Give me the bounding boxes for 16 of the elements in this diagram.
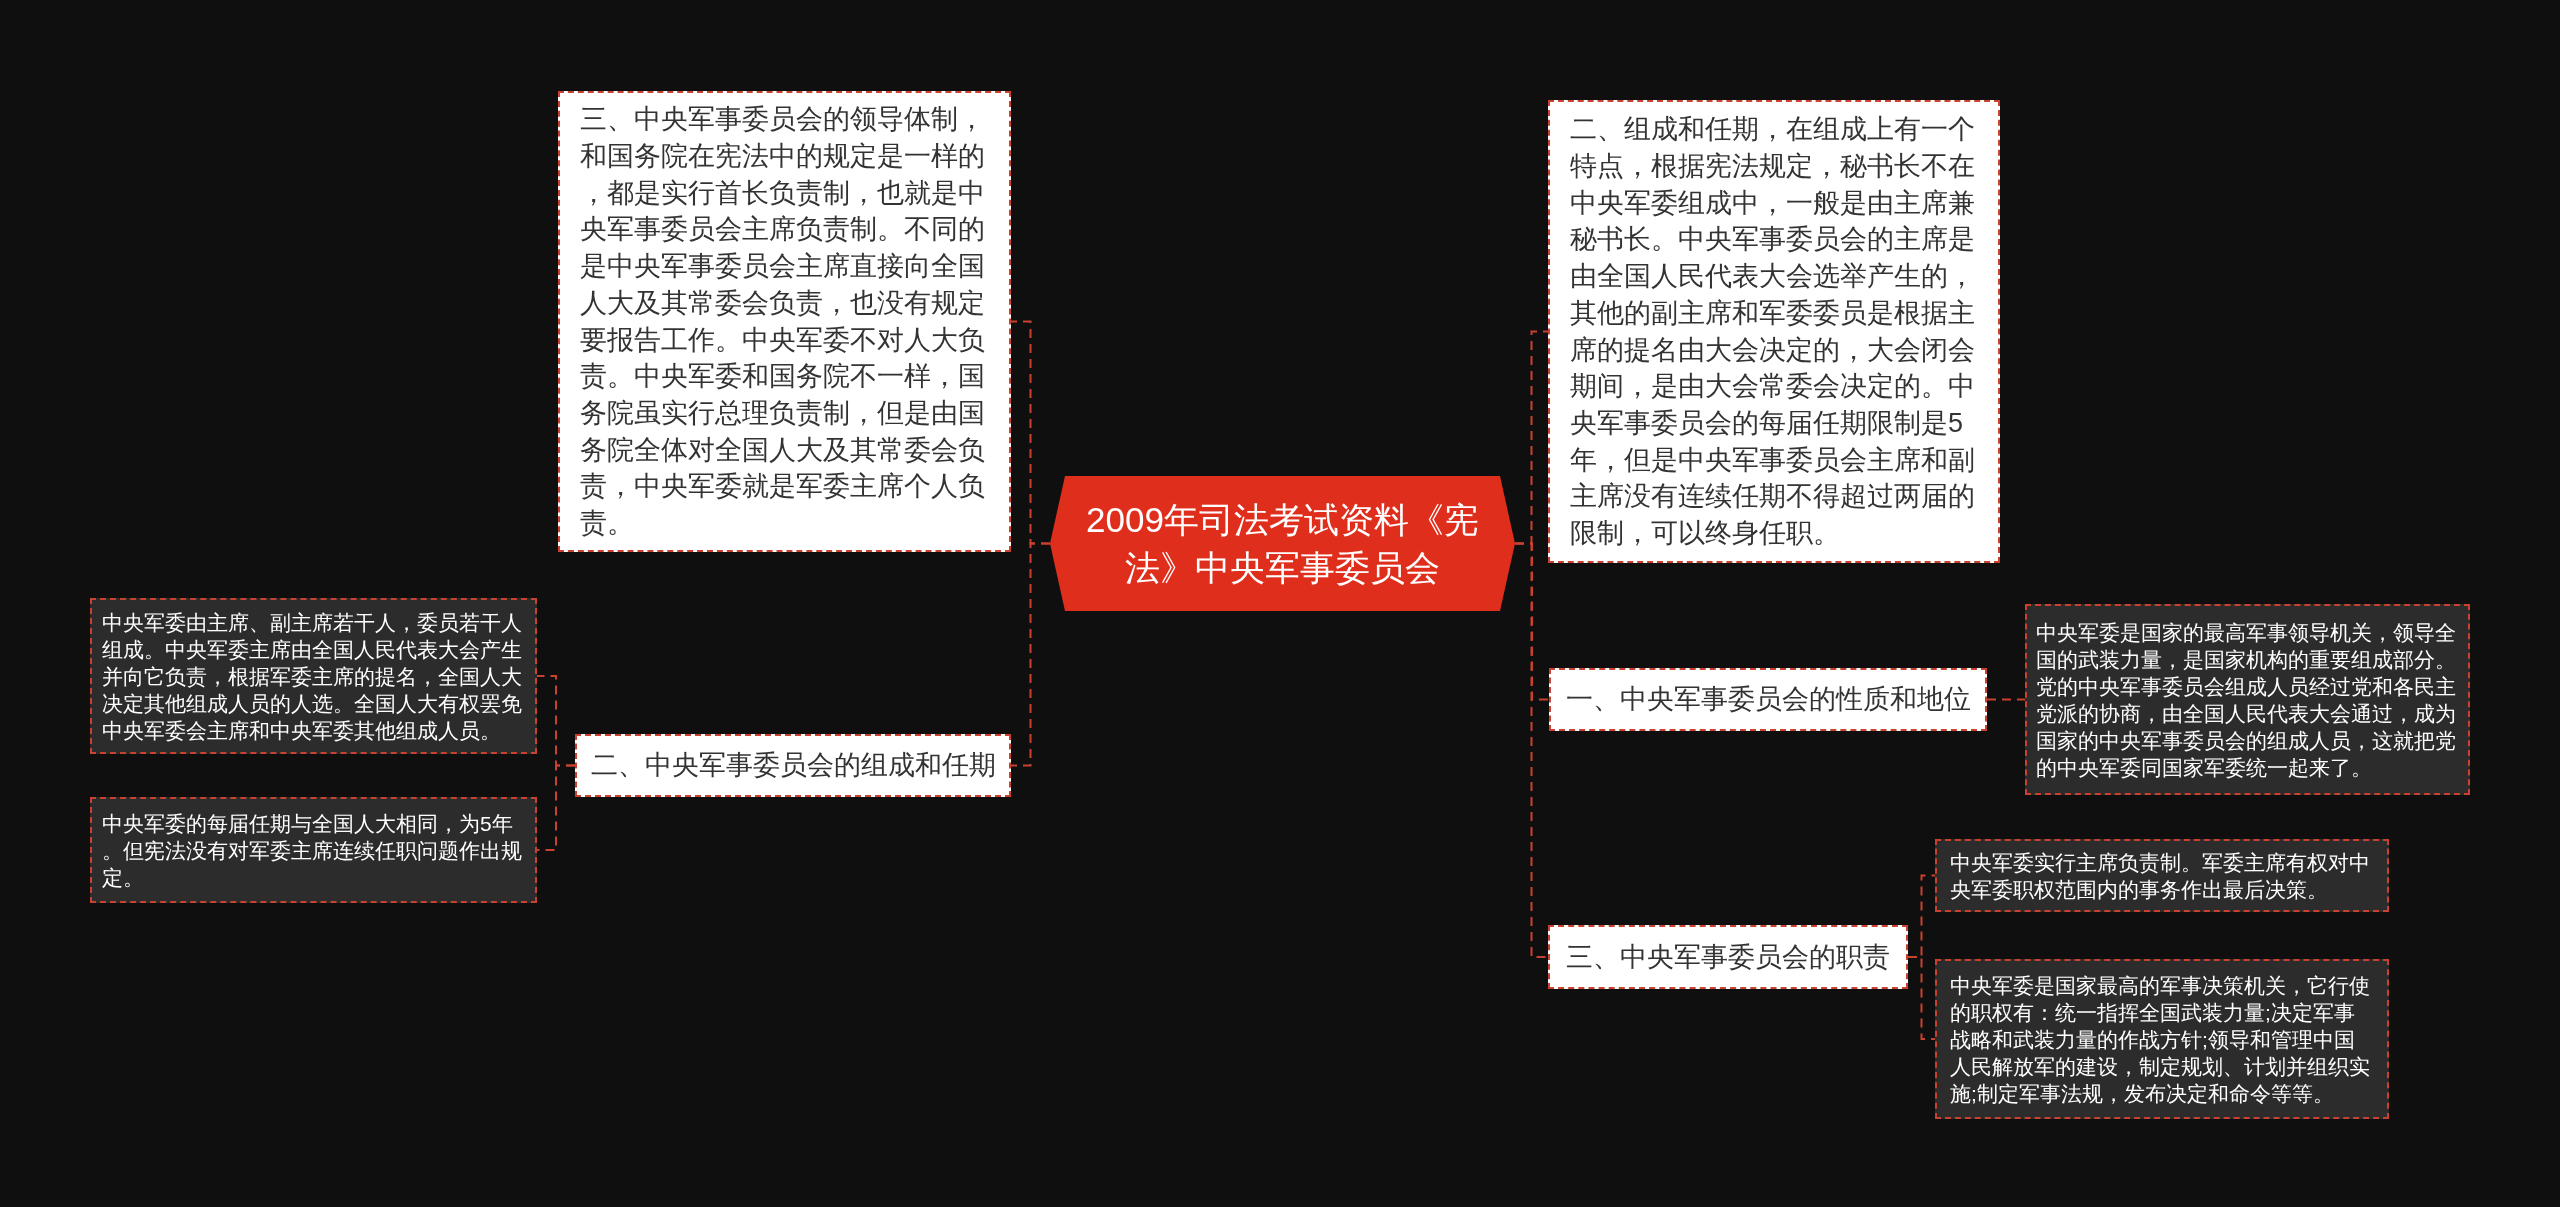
note-card: 中央军委是国家的最高军事领导机关，领导全国的武装力量，是国家机构的重要组成部分。党的中央军事委员会组成人员经过党和各民主党派的协商，由全国人民代表大会通过，成为国家的中央军事委员会的组成人员，这就把党的中央军委同国家军委统一起来了。 (2025, 604, 2470, 795)
branch-topic: 一、中央军事委员会的性质和地位 (1549, 668, 1987, 731)
branch-topic: 三、中央军事委员会的职责 (1548, 925, 1908, 989)
note-card: 中央军委由主席、副主席若干人，委员若干人组成。中央军委主席由全国人民代表大会产生并向它负责，根据军委主席的提名，全国人大决定其他组成人员的人选。全国人大有权罢免中央军委会主席和中央军委其他组成人员。 (90, 598, 537, 754)
connector (1986, 698, 2026, 701)
connector (1907, 956, 1936, 1040)
connector (536, 764, 576, 851)
branch-topic: 二、中央军事委员会的组成和任期 (575, 734, 1011, 797)
note-card: 中央军委实行主席负责制。军委主席有权对中央军委职权范围内的事务作出最后决策。 (1935, 839, 2389, 912)
connector (1514, 542, 1549, 958)
text-card: 二、组成和任期，在组成上有一个特点，根据宪法规定，秘书长不在中央军委组成中，一般是由主席兼秘书长。中央军事委员会的主席是由全国人民代表大会选举产生的，其他的副主席和军委委员是根据主席的提名由大会决定的，大会闭会期间，是由大会常委会决定的。中央军事委员会的每届任期限制是5年，但是中央军事委员会主席和副主席没有连续任期不得超过两届的限制，可以终身任职。 (1548, 100, 2000, 563)
hexagon-topic: 2009年司法考试资料《宪法》中央军事委员会 (1050, 476, 1515, 611)
text-card: 三、中央军事委员会的领导体制，和国务院在宪法中的规定是一样的，都是实行首长负责制，也就是中央军事委员会主席负责制。不同的是中央军事委员会主席直接向全国人大及其常委会负责，也没有规定要报告工作。中央军委不对人大负责。中央军委和国务院不一样，国务院虽实行总理负责制，但是由国务院全体对全国人大及其常委会负责，中央军委就是军委主席个人负责。 (558, 91, 1011, 552)
note-card: 中央军委的每届任期与全国人大相同，为5年。但宪法没有对军委主席连续任职问题作出规定。 (90, 797, 537, 903)
note-card: 中央军委是国家最高的军事决策机关，它行使的职权有：统一指挥全国武装力量;决定军事战略和武装力量的作战方针;领导和管理中国人民解放军的建设，制定规划、计划并组织实施;制定军事法规，发布决定和命令等等。 (1935, 959, 2389, 1119)
connector (1010, 542, 1051, 767)
